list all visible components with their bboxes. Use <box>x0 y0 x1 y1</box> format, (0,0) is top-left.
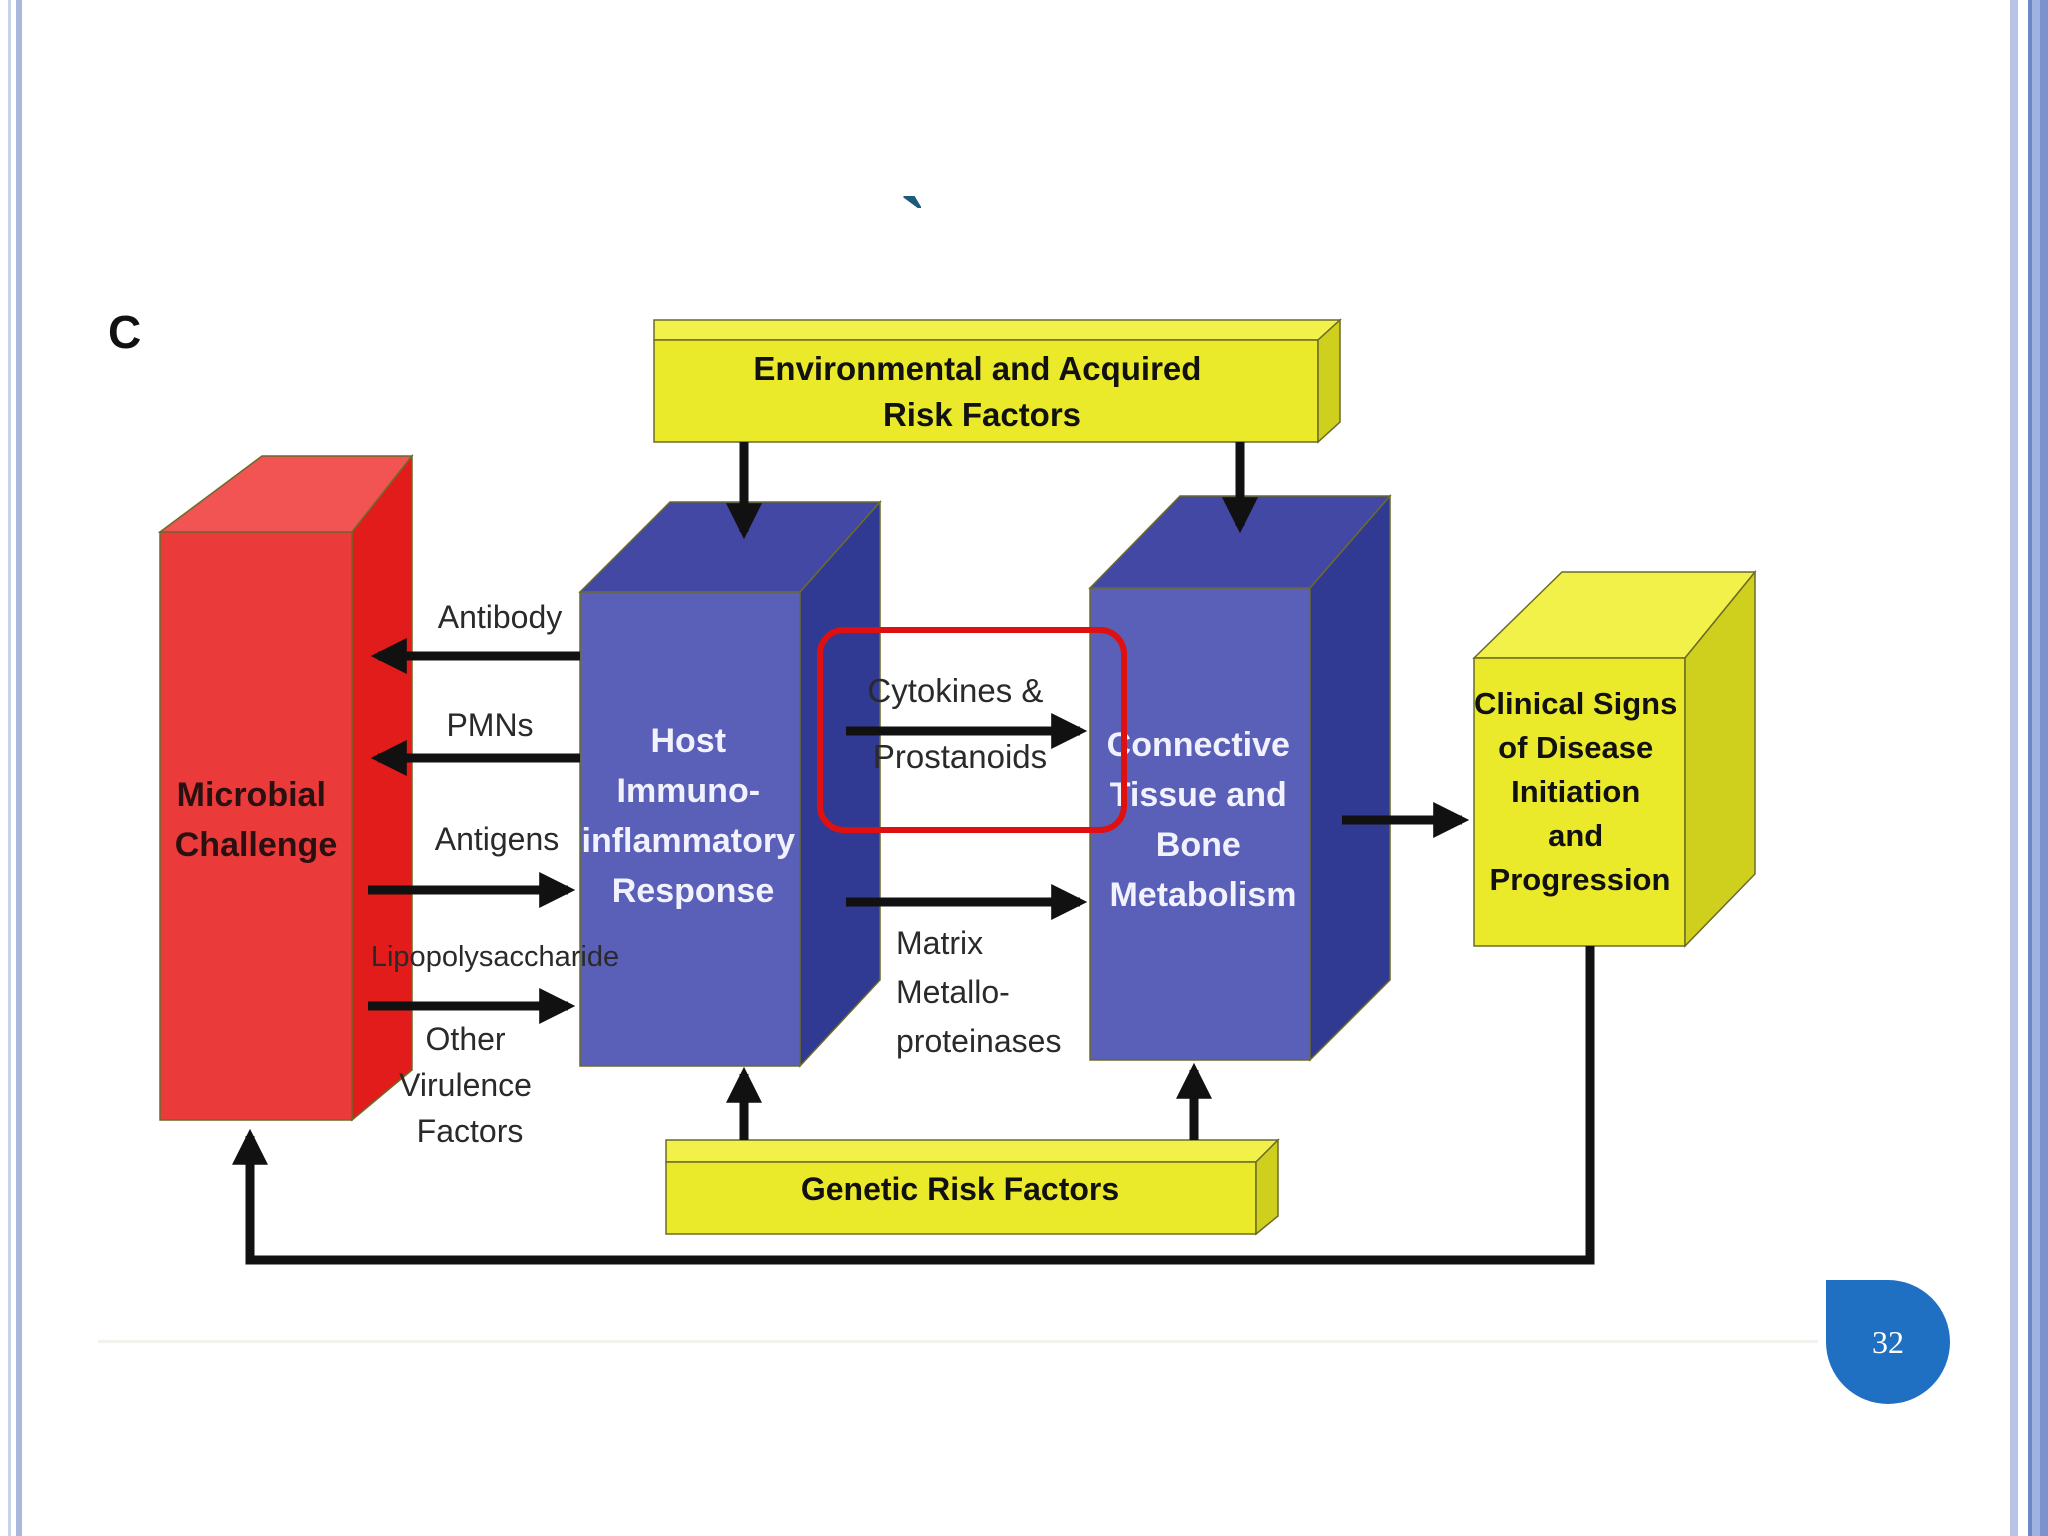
label-cytokines: Cytokines & Prostanoids <box>867 672 1052 775</box>
clinical-signs-box: Clinical Signs of Disease Initiation and… <box>1472 569 1757 948</box>
microbial-challenge-label: Microbial Challenge <box>175 776 337 864</box>
host-response-label: Host Immuno- inflammatory Response <box>582 722 805 910</box>
clinical-signs-label: Clinical Signs of Disease Initiation and… <box>1474 686 1686 897</box>
environmental-risk-box: Environmental and Acquired Risk Factors <box>653 318 1342 444</box>
label-lps: Lipopolysaccharide <box>371 941 619 973</box>
connective-tissue-label: Connective Tissue and Bone Metabolism <box>1107 726 1300 914</box>
genetic-risk-box: Genetic Risk Factors <box>665 1138 1280 1236</box>
label-mmp: Matrix Metallo- proteinases <box>896 925 1061 1059</box>
slide-frame-right <box>1958 0 2048 1536</box>
slide-title: ` <box>900 182 927 270</box>
label-other-virulence: Other Virulence Factors <box>399 1021 541 1149</box>
page-number-badge: 32 <box>1826 1280 1950 1404</box>
label-antigens: Antigens <box>435 821 560 857</box>
page-number: 32 <box>1872 1323 1904 1360</box>
microbial-challenge-box: Microbial Challenge <box>157 453 414 1122</box>
feedback-loop-arrow <box>232 946 1595 1265</box>
highlight-frame <box>817 627 1127 833</box>
environmental-risk-label: Environmental and Acquired Risk Factors <box>753 350 1210 433</box>
connective-tissue-box: Connective Tissue and Bone Metabolism <box>1088 493 1392 1062</box>
host-response-box: Host Immuno- inflammatory Response <box>578 500 882 1068</box>
periodontal-pathogenesis-diagram: C Environmental and Acquired Risk Factor… <box>108 306 1757 1265</box>
slide-frame-left <box>0 0 22 1536</box>
panel-label: C <box>108 306 141 358</box>
arrows <box>368 442 1470 1140</box>
footer-divider <box>98 1340 1818 1343</box>
genetic-risk-label: Genetic Risk Factors <box>801 1171 1119 1207</box>
label-pmns: PMNs <box>446 707 533 743</box>
label-antibody: Antibody <box>438 599 563 635</box>
